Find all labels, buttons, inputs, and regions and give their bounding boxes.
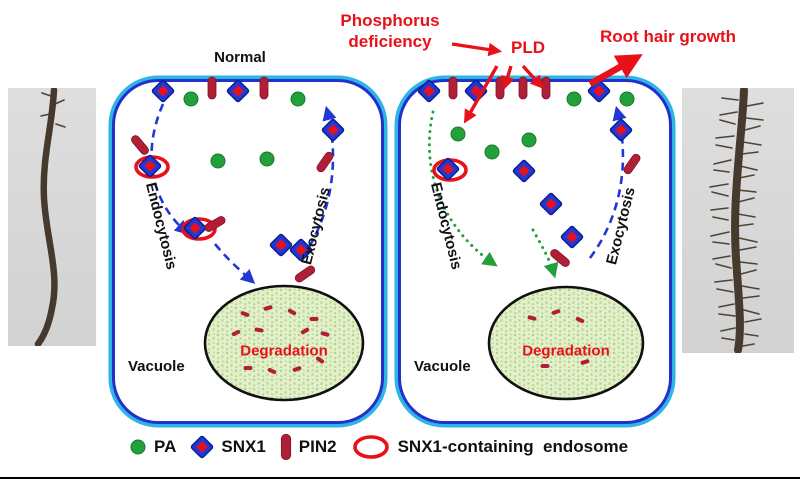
legend-item-pa: PA bbox=[128, 437, 176, 457]
pa-circle-icon bbox=[130, 439, 146, 455]
degradation-label-left: Degradation bbox=[240, 342, 328, 360]
vacuole-label-left: Vacuole bbox=[128, 358, 185, 375]
deficiency-to-pld-arrow bbox=[451, 42, 503, 57]
root-hairs-sparse bbox=[40, 92, 66, 128]
snx1-diamond-icon bbox=[190, 434, 215, 460]
vacuole-label-right: Vacuole bbox=[414, 358, 471, 375]
root-photo-hairy bbox=[682, 86, 794, 354]
root-photo-normal-drawing bbox=[34, 86, 66, 348]
snx1-endosome-ring-icon bbox=[352, 435, 389, 459]
legend-item-snx1: SNX1 bbox=[189, 434, 266, 460]
root-photo-normal bbox=[8, 86, 96, 348]
root-hair-growth-label: Root hair growth bbox=[600, 27, 736, 46]
legend-label-pin2: PIN2 bbox=[298, 437, 337, 456]
bottom-rule bbox=[0, 477, 800, 479]
pin2-bar-icon bbox=[280, 433, 291, 461]
normal-label: Normal bbox=[214, 49, 266, 66]
root-body bbox=[731, 86, 748, 354]
legend-label-snx1: SNX1 bbox=[221, 437, 266, 456]
legend-label-endosome: SNX1-containing endosome bbox=[397, 437, 629, 456]
legend-item-pin2: PIN2 bbox=[279, 432, 337, 462]
legend: PA SNX1 PIN2 SNX1-containing endosome bbox=[128, 431, 628, 463]
pld-label: PLD bbox=[511, 38, 545, 57]
root-hairs-dense bbox=[709, 97, 764, 347]
legend-label-pa: PA bbox=[154, 437, 177, 456]
root-photo-hairy-drawing bbox=[709, 86, 764, 354]
phosphorus-deficiency-label: Phosphorus deficiency bbox=[340, 11, 440, 51]
legend-item-endosome: SNX1-containing endosome bbox=[350, 433, 628, 461]
root-core bbox=[43, 90, 56, 310]
degradation-label-right: Degradation bbox=[522, 342, 610, 360]
